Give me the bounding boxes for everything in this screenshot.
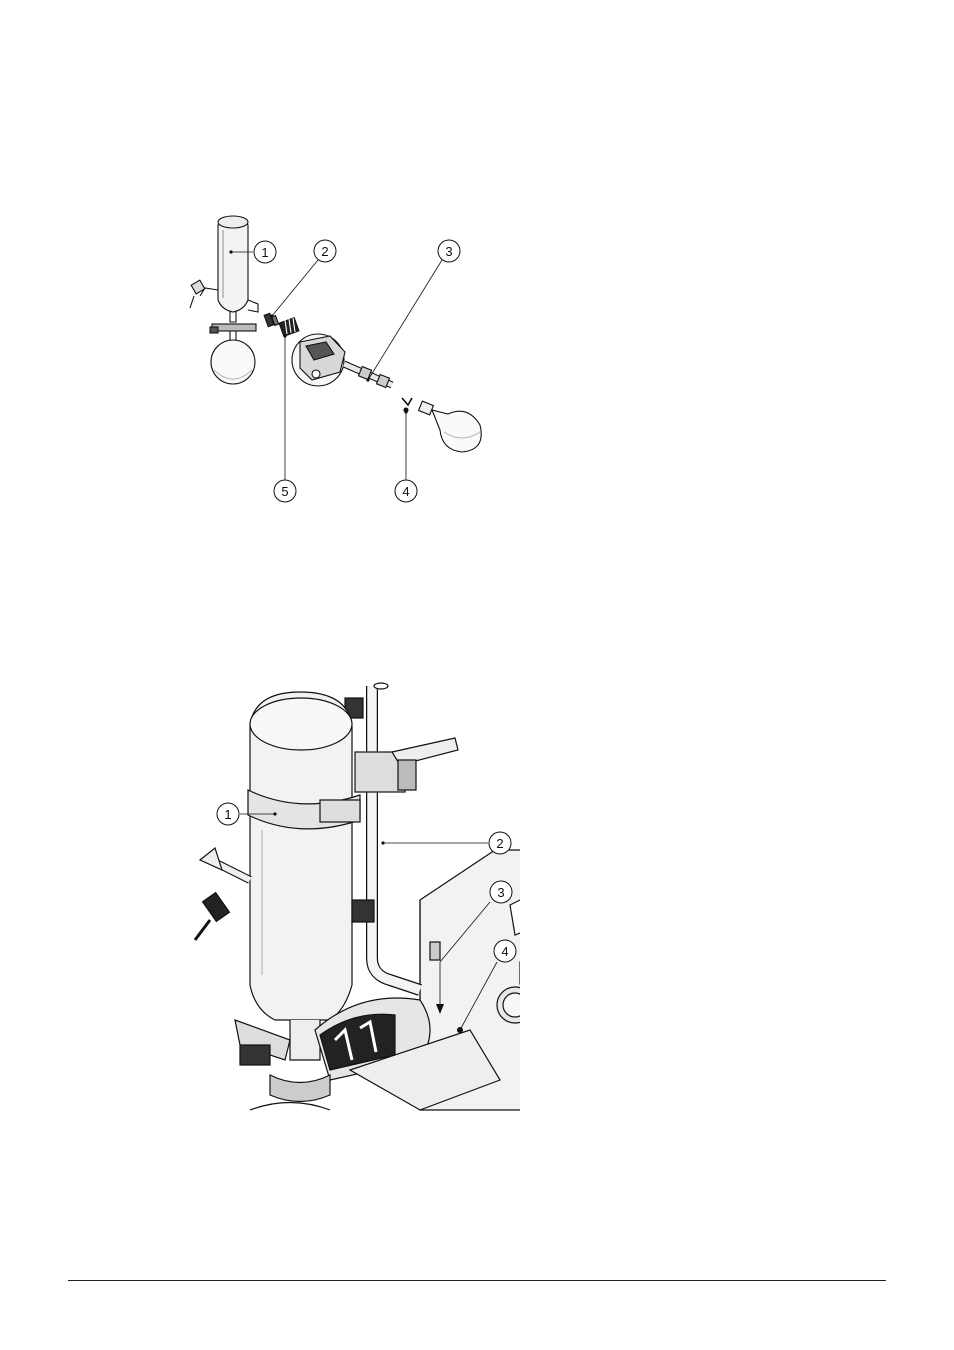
threaded-nut-part [279, 318, 299, 337]
callout-3: 3 [490, 881, 512, 903]
support-rod [372, 683, 420, 990]
svg-text:4: 4 [402, 484, 409, 499]
callout-4: 4 [494, 940, 516, 962]
clip-part [402, 398, 412, 412]
callout-3: 3 [438, 240, 460, 262]
svg-text:5: 5 [281, 484, 288, 499]
callout-2: 2 [489, 832, 511, 854]
rod-clamp [345, 698, 458, 792]
mounted-assembly-figure: 1 2 3 4 [185, 675, 540, 1115]
svg-text:2: 2 [321, 244, 328, 259]
svg-text:3: 3 [445, 244, 452, 259]
condenser [195, 692, 374, 1020]
callout-4: 4 [395, 480, 417, 502]
svg-text:3: 3 [497, 885, 504, 900]
callout-1: 1 [254, 241, 276, 263]
drive-unit-part [292, 334, 345, 386]
callout-5: 5 [274, 480, 296, 502]
footer-divider [68, 1280, 886, 1281]
callout-1: 1 [217, 803, 239, 825]
evaporating-flask-part [419, 401, 482, 452]
condenser-part [190, 216, 258, 384]
exploded-assembly-figure: 1 2 3 4 5 [170, 195, 510, 515]
vapor-duct-part [344, 364, 392, 388]
svg-text:1: 1 [224, 807, 231, 822]
svg-text:2: 2 [496, 836, 503, 851]
svg-text:4: 4 [501, 944, 508, 959]
svg-text:1: 1 [261, 245, 268, 260]
callout-2: 2 [314, 240, 336, 262]
